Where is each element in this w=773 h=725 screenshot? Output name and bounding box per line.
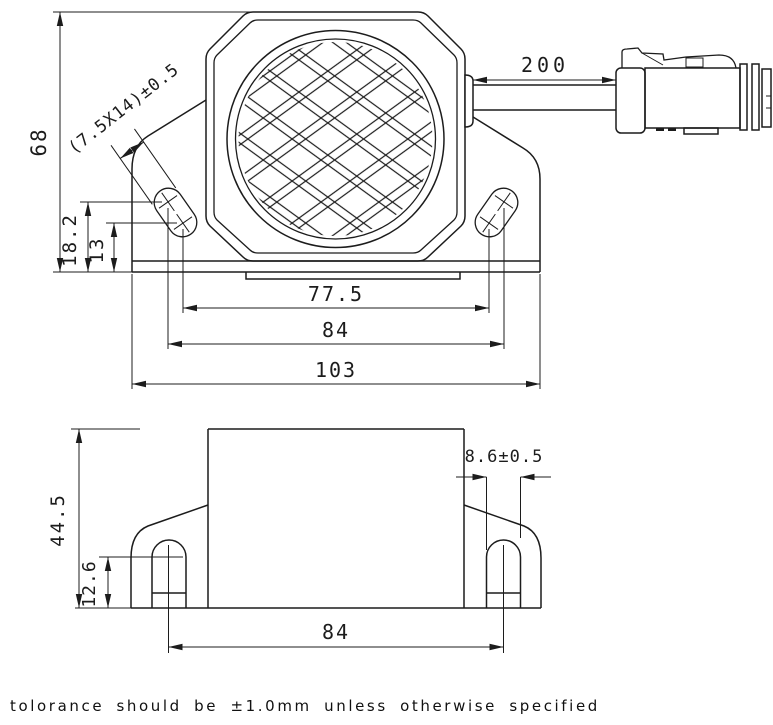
dim-slot-span-outer-label: 84 [322, 318, 350, 342]
dim-slot-center-lower: 13 [86, 222, 177, 272]
side-body [207, 428, 465, 608]
dim-slot-size: (7.5X14)±0.5 [65, 60, 184, 159]
right-flange [464, 111, 541, 272]
dim-slot-span-inner-label: 77.5 [308, 282, 364, 306]
tolerance-note: tolorance should be ±1.0mm unless otherw… [10, 697, 600, 715]
connector-pin-mark-1 [656, 128, 664, 131]
base-band [132, 260, 540, 273]
dim-overall-height: 68 [27, 11, 250, 273]
connector-end [761, 68, 772, 128]
connector-body [644, 67, 741, 129]
connector-latch [621, 47, 737, 69]
dim-hole-center-height-label: 12.6 [79, 560, 100, 607]
connector-cap [615, 67, 646, 134]
dim-overall-height-label: 68 [27, 127, 51, 156]
dim-hole-span-label: 84 [322, 620, 350, 644]
dim-side-height-label: 44.5 [47, 493, 69, 547]
side-view-dimensions: 44.5 12.6 84 8.6±0.5 [47, 428, 551, 653]
dim-overall-width: 103 [131, 274, 541, 389]
connector-seal-rib-1 [739, 63, 748, 131]
cable [473, 84, 616, 111]
base-plate [245, 272, 461, 280]
dim-cable-length-label: 200 [521, 53, 569, 77]
dim-flange-slot-width: 8.6±0.5 [456, 447, 551, 550]
cable-nub [464, 74, 474, 128]
dim-slot-center-lower-label: 13 [86, 237, 108, 264]
grille-mesh-b [238, 42, 433, 236]
grille-inner-ring [234, 38, 437, 240]
dim-side-height: 44.5 [47, 428, 140, 609]
side-left-flange [130, 504, 209, 608]
front-view [110, 11, 772, 280]
dim-slot-center-upper-label: 18.2 [59, 213, 81, 267]
connector [615, 47, 772, 135]
side-right-flange [463, 504, 542, 608]
connector-bottom-tab [683, 127, 719, 135]
dim-slot-center-upper: 18.2 [59, 201, 162, 272]
connector-end-notch [766, 95, 771, 109]
dim-slot-span-inner: 77.5 [182, 229, 490, 313]
dim-slot-span-outer: 84 [167, 208, 505, 349]
mounting-slot-left [110, 128, 198, 238]
connector-seal-rib-2 [751, 63, 760, 131]
dim-cable-length: 200 [473, 53, 616, 84]
connector-pin-mark-2 [668, 128, 676, 131]
left-flange [131, 99, 207, 272]
dim-overall-width-label: 103 [315, 358, 357, 382]
connector-latch-detail [641, 52, 704, 68]
dim-flange-slot-width-label: 8.6±0.5 [465, 447, 544, 467]
dim-hole-span: 84 [168, 545, 504, 653]
dim-slot-size-label: (7.5X14)±0.5 [65, 60, 184, 159]
housing-inner-outline [213, 19, 458, 254]
mounting-slot-right [474, 187, 519, 238]
grille-outer-ring [226, 29, 445, 249]
